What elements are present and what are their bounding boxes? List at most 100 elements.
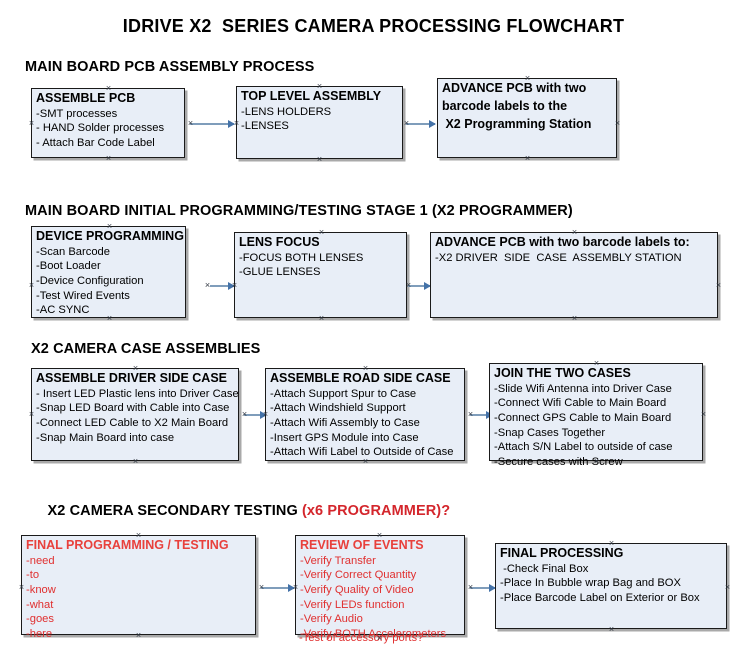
node-line: -Boot Loader [36,260,101,273]
node-line: - HAND Solder processes [36,122,165,135]
node-device-programming[interactable]: DEVICE PROGRAMMING -Scan Barcode -Boot L… [31,226,186,318]
node-review-of-events[interactable]: REVIEW OF EVENTS -Verify Transfer -Verif… [295,535,465,640]
resize-handle-bottom[interactable] [570,314,579,323]
node-line: -Verify LEDs function [300,598,405,611]
node-assemble-driver-side-case[interactable]: ASSEMBLE DRIVER SIDE CASE - Insert LED P… [31,368,239,461]
resize-handle-left[interactable] [291,583,300,592]
resize-handle-bottom[interactable] [134,631,143,640]
node-final-programming-testing[interactable]: FINAL PROGRAMMING / TESTING -need -to -k… [21,535,256,640]
node-line: -AC SYNC [36,304,90,317]
resize-handle-top[interactable] [131,364,140,373]
section-heading-accent: (x6 PROGRAMMER)? [301,503,451,519]
resize-handle-left[interactable] [27,119,36,128]
resize-handle-top[interactable] [361,364,370,373]
section-heading-main-board-pcb-assembly: MAIN BOARD PCB ASSEMBLY PROCESS [25,59,315,75]
node-line: -goes [26,613,54,626]
node-title: DEVICE PROGRAMMING [36,229,184,243]
node-advance-pcb-to-programming-station[interactable]: ADVANCE PCB with two barcode labels to t… [437,78,617,158]
node-advance-pcb-to-driver-side-case[interactable]: ADVANCE PCB with two barcode labels to: … [430,232,718,318]
node-line: -Snap Main Board into case [36,431,175,444]
resize-handle-left[interactable] [261,410,270,419]
node-line: -Attach Wifi Label to Outside of Case [270,446,454,459]
connector-top-level-assembly-to-advance-pcb[interactable] [406,119,436,128]
resize-handle-bottom[interactable] [317,314,326,323]
resize-handle-top[interactable] [104,84,113,93]
node-top-level-assembly[interactable]: TOP LEVEL ASSEMBLY -LENS HOLDERS -LENSES [236,86,403,159]
page-title: IDRIVE X2 SERIES CAMERA PROCESSING FLOWC… [122,16,625,36]
connector-handle[interactable] [402,119,411,128]
resize-handle-bottom[interactable] [105,314,114,323]
resize-handle-left[interactable] [230,281,239,290]
resize-handle-left[interactable] [27,281,36,290]
resize-handle-right[interactable] [699,410,708,419]
connector-handle[interactable] [186,119,195,128]
resize-handle-right[interactable] [613,119,622,128]
node-line: -Attach Support Spur to Case [270,387,417,400]
node-line: -to [26,569,40,582]
resize-handle-top[interactable] [134,531,143,540]
resize-handle-bottom[interactable] [607,625,616,634]
resize-handle-top[interactable] [607,539,616,548]
resize-handle-left[interactable] [232,119,241,128]
node-join-the-two-cases[interactable]: JOIN THE TWO CASES -Slide Wifi Antenna i… [489,363,703,468]
arrowhead-icon [424,281,431,290]
resize-handle-bottom[interactable] [315,155,324,164]
node-line: -FOCUS BOTH LENSES [239,251,364,264]
node-title: LENS FOCUS [239,235,320,249]
connector-handle[interactable] [257,583,266,592]
resize-handle-right[interactable] [714,281,723,290]
node-line: -LENS HOLDERS [241,105,332,118]
connector-handle[interactable] [240,410,249,419]
resize-handle-top[interactable] [375,531,384,540]
node-line: -Slide Wifi Antenna into Driver Case [494,382,672,395]
node-line: -Connect GPS Cable to Main Board [494,412,672,425]
node-assemble-road-side-case[interactable]: ASSEMBLE ROAD SIDE CASE -Attach Support … [265,368,465,461]
node-line: -GLUE LENSES [239,266,321,279]
node-line: -Check Final Box [500,562,589,575]
node-line: -Connect LED Cable to X2 Main Board [36,417,229,430]
resize-handle-bottom[interactable] [131,457,140,466]
connector-lens-focus-to-advance-pcb[interactable] [408,281,431,290]
connector-handle[interactable] [466,583,475,592]
resize-handle-left[interactable] [17,583,26,592]
node-line: -Insert GPS Module into Case [270,431,419,444]
section-heading-main-board-initial-programming: MAIN BOARD INITIAL PROGRAMMING/TESTING S… [25,203,573,219]
resize-handle-bottom[interactable] [523,154,532,163]
resize-handle-top[interactable] [570,228,579,237]
node-final-processing[interactable]: FINAL PROCESSING -Check Final Box -Place… [495,543,727,629]
resize-handle-top[interactable] [523,74,532,83]
node-line: -Place Barcode Label on Exterior or Box [500,592,700,605]
node-title: ASSEMBLE DRIVER SIDE CASE [36,371,228,385]
node-title: FINAL PROCESSING [500,546,624,560]
resize-handle-bottom[interactable] [361,457,370,466]
connector-assemble-pcb-to-top-level-assembly[interactable] [190,119,235,128]
node-line: -Scan Barcode [36,245,111,258]
node-title: JOIN THE TWO CASES [494,366,631,380]
node-line: -Test Wired Events [36,289,130,302]
resize-handle-top[interactable] [105,222,114,231]
node-assemble-pcb[interactable]: ASSEMBLE PCB -SMT processes - HAND Solde… [31,88,185,158]
resize-handle-top[interactable] [592,359,601,368]
resize-handle-top[interactable] [315,82,324,91]
resize-handle-top[interactable] [317,228,326,237]
node-overflow-line-review-of-events: -Test of accessory ports? [299,632,424,644]
resize-handle-left[interactable] [27,410,36,419]
resize-handle-bottom[interactable] [592,457,601,466]
connector-handle[interactable] [466,410,475,419]
section-heading-text: X2 CAMERA SECONDARY TESTING [47,503,302,519]
node-line: -LENSES [241,120,289,133]
resize-handle-bottom[interactable] [104,154,113,163]
node-title: X2 Programming Station [442,116,592,131]
node-lens-focus[interactable]: LENS FOCUS -FOCUS BOTH LENSES -GLUE LENS… [234,232,407,318]
resize-handle-right[interactable] [723,583,732,592]
node-title: FINAL PROGRAMMING / TESTING [26,538,229,552]
node-line: -Place In Bubble wrap Bag and BOX [500,577,681,590]
node-line: -know [26,584,56,597]
connector-handle[interactable] [404,281,413,290]
resize-handle-bottom[interactable] [375,634,384,643]
node-line: -Verify BOTH Accelerometers [300,628,447,641]
connector-handle[interactable] [203,281,212,290]
connector-review-of-events-to-final-processing[interactable] [470,583,496,592]
node-title: REVIEW OF EVENTS [300,538,424,552]
